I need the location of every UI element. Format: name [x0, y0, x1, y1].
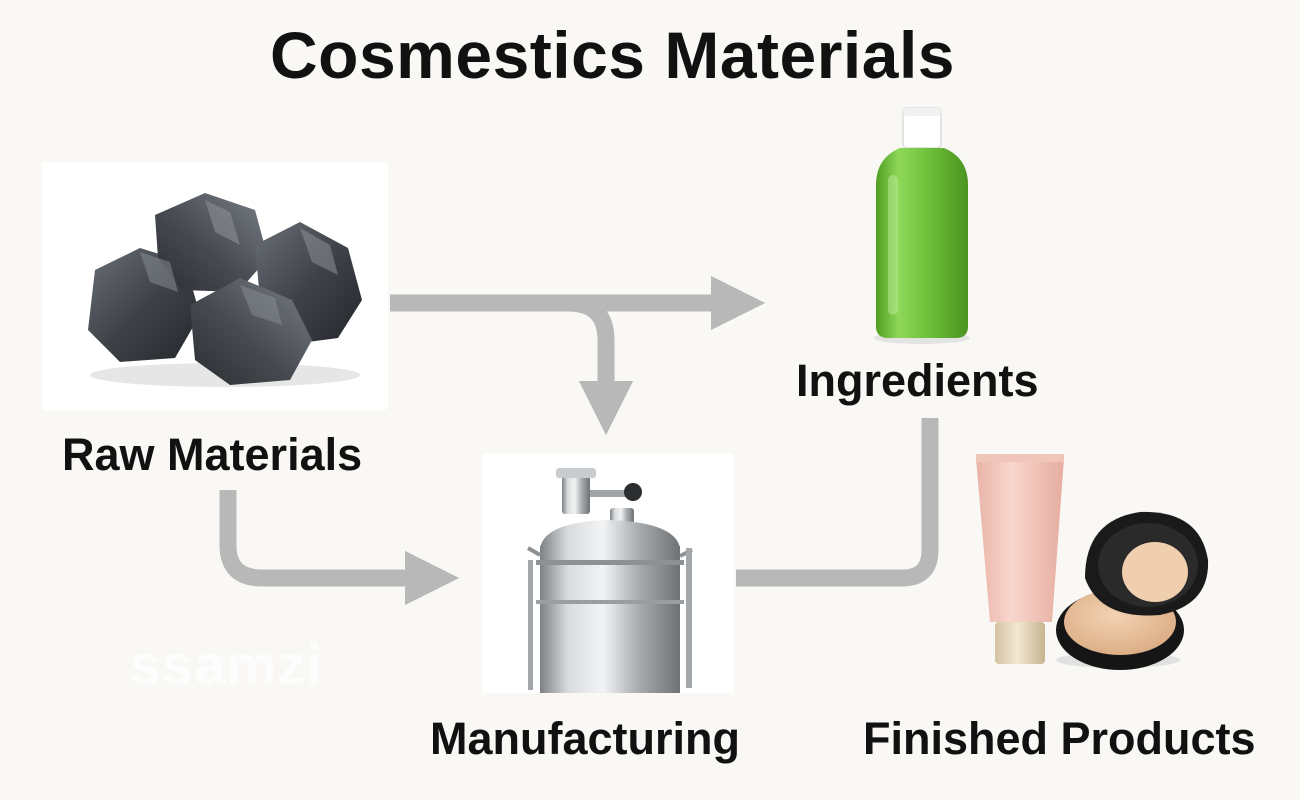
- raw-materials-label: Raw Materials: [62, 432, 362, 477]
- tube-and-compact-icon: [976, 454, 1208, 670]
- watermark-text: ssamzi: [130, 632, 323, 697]
- green-bottle-icon: [874, 108, 970, 344]
- arrow-raw-to-manufacturing: [228, 490, 432, 578]
- finished-products-label: Finished Products: [863, 716, 1256, 761]
- connector-manufacturing-ingredients: [736, 418, 930, 578]
- page-title: Cosmestics Materials: [0, 22, 1225, 88]
- ingredients-label: Ingredients: [796, 358, 1039, 403]
- manufacturing-label: Manufacturing: [430, 716, 740, 761]
- arrow-branch-to-manufacturing: [568, 303, 606, 408]
